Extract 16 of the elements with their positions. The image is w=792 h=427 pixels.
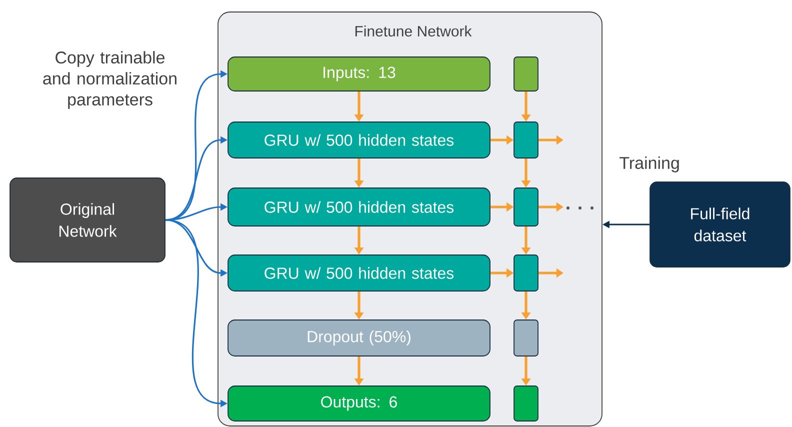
layer-box: GRU w/ 500 hidden states [228, 188, 490, 226]
layer-box: Outputs: 6 [228, 386, 490, 422]
layer-box: GRU w/ 500 hidden states [228, 122, 490, 158]
state-box [514, 122, 538, 158]
state-box [514, 386, 538, 422]
state-box [514, 320, 538, 356]
state-box [514, 254, 538, 292]
state-box [514, 188, 538, 226]
note-text: Copy trainable and normalization parameters [43, 51, 176, 109]
network-box: Original Network [10, 178, 166, 262]
layer-box: Inputs: 13 [228, 56, 490, 92]
layer-box: Dropout (50%) [228, 320, 490, 356]
layer-box: GRU w/ 500 hidden states [228, 254, 490, 292]
edge-label: Training [620, 156, 679, 172]
dataset-box: Full-field dataset [650, 182, 790, 268]
state-box [514, 56, 538, 92]
